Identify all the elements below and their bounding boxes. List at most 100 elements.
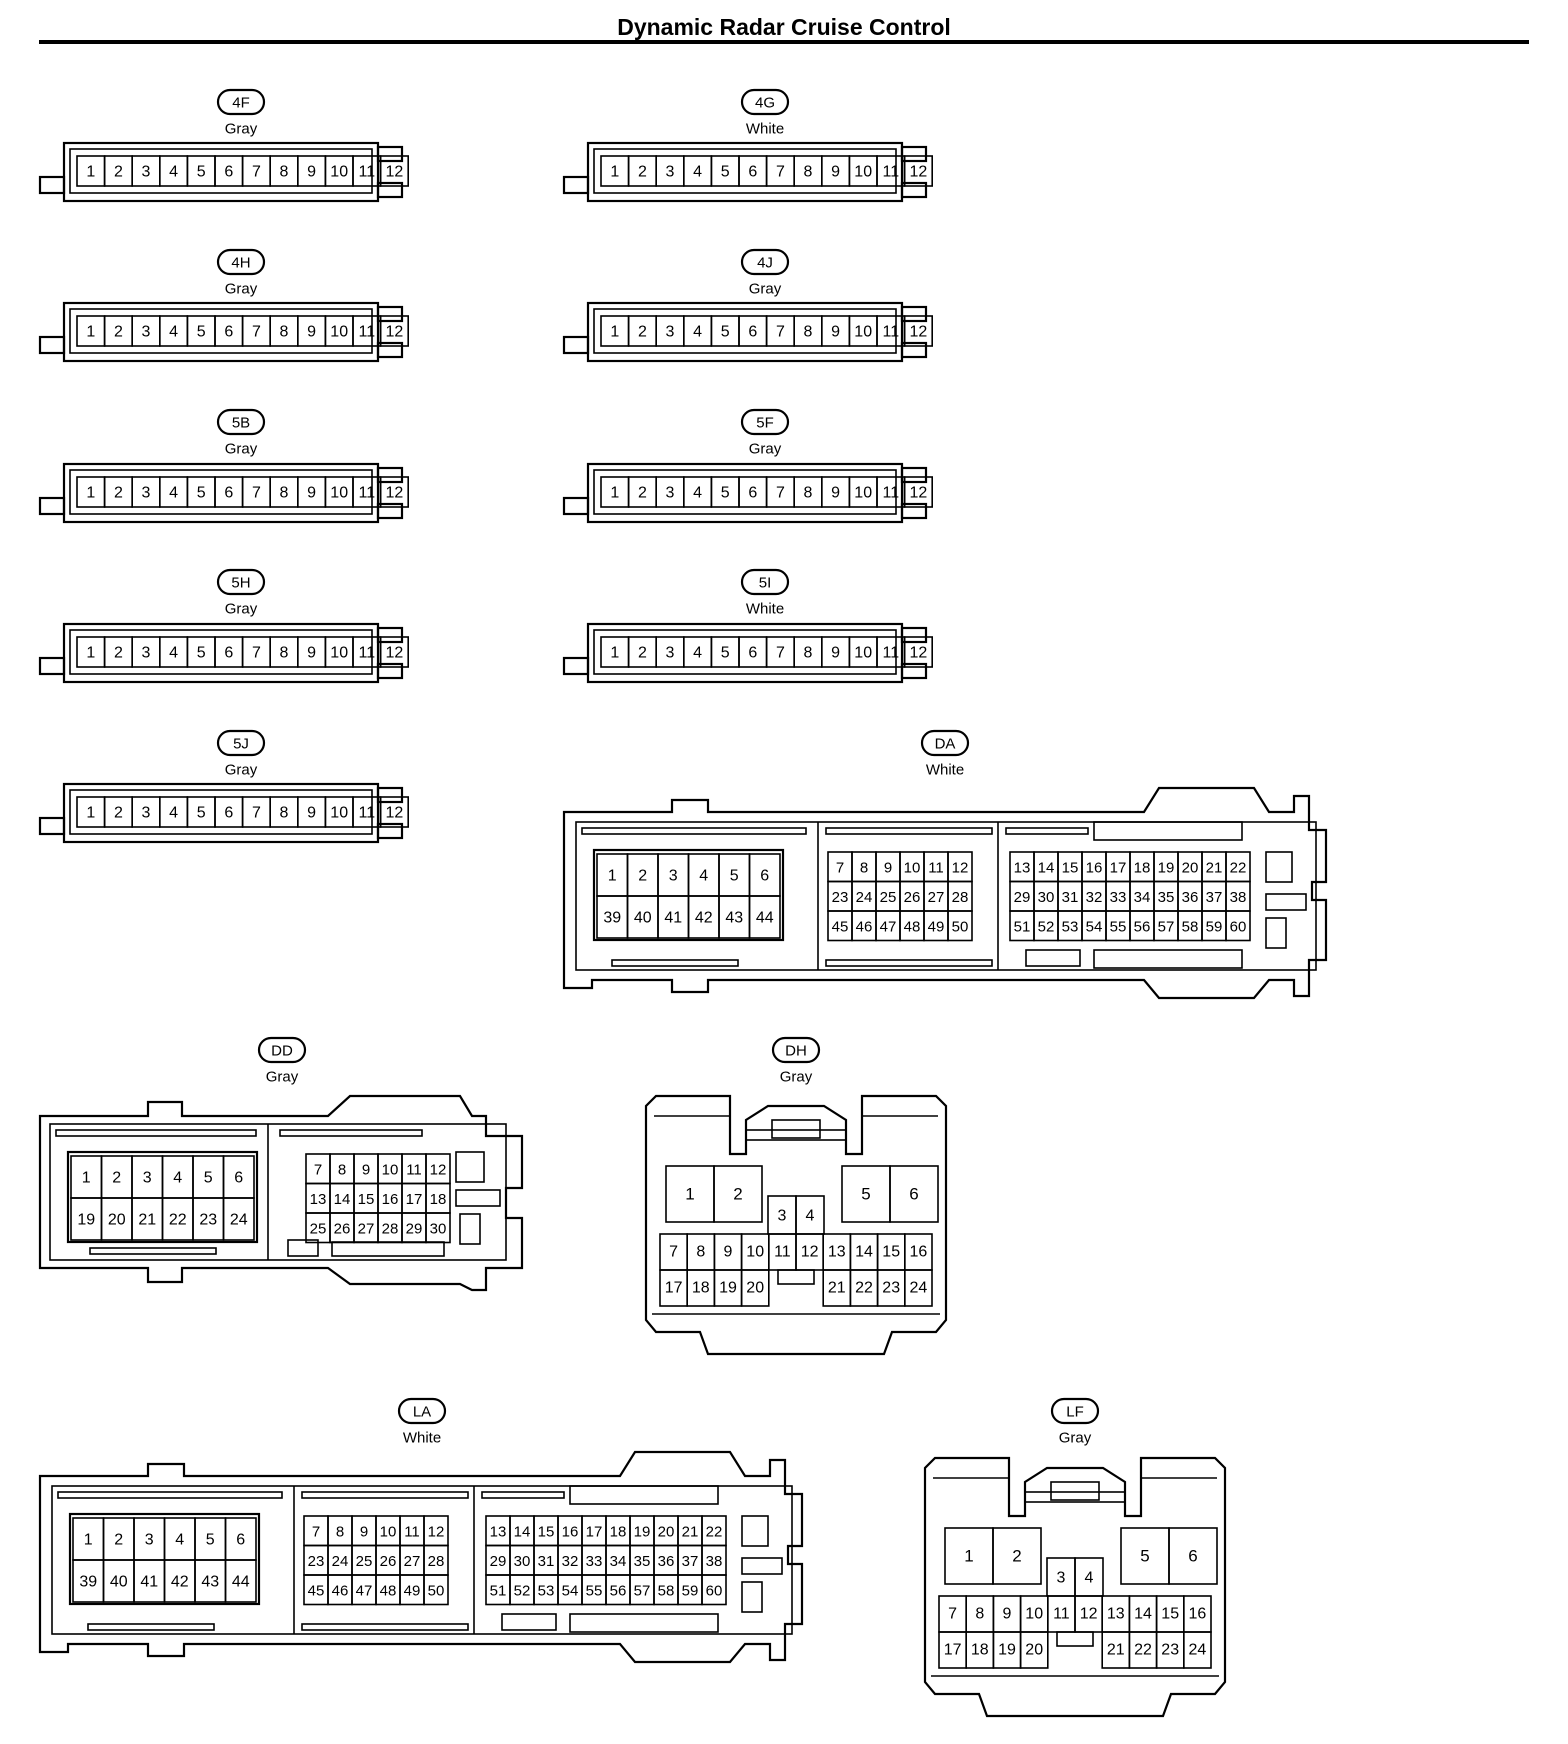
pin-number: 8 <box>975 1606 984 1623</box>
pin-number: 16 <box>562 1523 579 1540</box>
pin-number: 46 <box>332 1582 349 1599</box>
pin-cell <box>903 636 933 668</box>
pin-number: 24 <box>910 1280 928 1297</box>
pin-number: 9 <box>831 164 840 181</box>
pin-number: 60 <box>1230 918 1247 935</box>
pin-number: 48 <box>380 1582 397 1599</box>
pin-number: 13 <box>828 1244 846 1261</box>
connector-color: Gray <box>225 762 258 779</box>
pin-number: 6 <box>224 324 233 341</box>
pin-number: 22 <box>1230 859 1247 876</box>
pin-number: 9 <box>884 859 892 876</box>
pin-number: 1 <box>610 645 619 662</box>
pin-number: 28 <box>428 1553 445 1570</box>
connector-color: White <box>746 601 784 618</box>
pin-cell <box>947 910 973 942</box>
pin-number: 9 <box>307 324 316 341</box>
big-pin-number: 6 <box>1188 1547 1197 1566</box>
pin-number: 19 <box>77 1212 95 1229</box>
connector-code-badge <box>740 88 790 116</box>
pin-number: 44 <box>756 910 774 927</box>
pin-number: 8 <box>336 1523 344 1540</box>
pin-number: 6 <box>236 1532 245 1549</box>
pin-number: 37 <box>682 1553 699 1570</box>
pin-number: 21 <box>1206 859 1223 876</box>
pin-number: 12 <box>386 805 404 822</box>
pin-number: 18 <box>610 1523 627 1540</box>
pin-number: 5 <box>721 485 730 502</box>
pin-number: 20 <box>746 1280 764 1297</box>
pin-number: 8 <box>280 645 289 662</box>
pin-number: 15 <box>1161 1606 1179 1623</box>
pin-number: 1 <box>84 1532 93 1549</box>
pin-number: 18 <box>971 1642 989 1659</box>
pin-number: 1 <box>86 645 95 662</box>
pin-number: 10 <box>746 1244 764 1261</box>
pin-number: 17 <box>586 1523 603 1540</box>
pin-number: 6 <box>748 485 757 502</box>
pin-number: 9 <box>360 1523 368 1540</box>
pin-number: 2 <box>114 645 123 662</box>
pin-number: 23 <box>1161 1642 1179 1659</box>
pin-number: 54 <box>1086 918 1103 935</box>
pin-number: 15 <box>882 1244 900 1261</box>
pin-number: 4 <box>693 645 702 662</box>
pin-number: 9 <box>307 485 316 502</box>
pin-number: 36 <box>1182 889 1199 906</box>
pin-number: 15 <box>1062 859 1079 876</box>
pin-number: 5 <box>197 164 206 181</box>
pin-number: 43 <box>201 1574 219 1591</box>
pin-number: 5 <box>730 868 739 885</box>
pin-number: 6 <box>760 868 769 885</box>
pin-number: 7 <box>776 485 785 502</box>
connector-code-badge <box>257 1036 307 1064</box>
pin-number: 3 <box>666 645 675 662</box>
pin-number: 25 <box>880 889 897 906</box>
pin-number: 41 <box>664 910 682 927</box>
big-pin-number: 6 <box>909 1185 918 1204</box>
pin-number: 11 <box>406 1161 422 1178</box>
pin-number: 57 <box>1158 918 1175 935</box>
pin-number: 4 <box>693 164 702 181</box>
pin-number: 12 <box>386 164 404 181</box>
pin-number: 12 <box>386 324 404 341</box>
pin-number: 5 <box>197 805 206 822</box>
pin-number: 9 <box>831 485 840 502</box>
pin-number: 23 <box>882 1280 900 1297</box>
connector-code-badge <box>1050 1397 1100 1425</box>
pin-number: 5 <box>721 164 730 181</box>
pin-number: 13 <box>1014 859 1031 876</box>
pin-number: 42 <box>695 910 713 927</box>
pin-number: 7 <box>252 645 261 662</box>
pin-number: 5 <box>206 1532 215 1549</box>
big-pin-number: 1 <box>964 1547 973 1566</box>
pin-number: 20 <box>108 1212 126 1229</box>
pin-number: 23 <box>832 889 849 906</box>
pin-number: 7 <box>252 164 261 181</box>
pin-number: 18 <box>1134 859 1151 876</box>
pin-number: 35 <box>1158 889 1175 906</box>
pin-number: 3 <box>142 485 151 502</box>
pin-number: 1 <box>608 868 617 885</box>
connector-color: Gray <box>749 441 782 458</box>
pin-number: 12 <box>910 645 928 662</box>
pin-number: 9 <box>362 1161 370 1178</box>
title-rule <box>39 40 1529 44</box>
pin-cell <box>903 476 933 508</box>
pin-number: 44 <box>232 1574 250 1591</box>
connector-color: White <box>403 1430 441 1447</box>
pin-number: 34 <box>1134 889 1151 906</box>
pin-number: 7 <box>776 645 785 662</box>
pin-number: 22 <box>1134 1642 1152 1659</box>
pin-number: 11 <box>882 485 899 502</box>
pin-number: 3 <box>142 805 151 822</box>
pin-number: 5 <box>197 485 206 502</box>
pin-number: 8 <box>280 805 289 822</box>
pin-number: 32 <box>1086 889 1103 906</box>
pin-number: 47 <box>880 918 897 935</box>
pin-number: 9 <box>307 645 316 662</box>
